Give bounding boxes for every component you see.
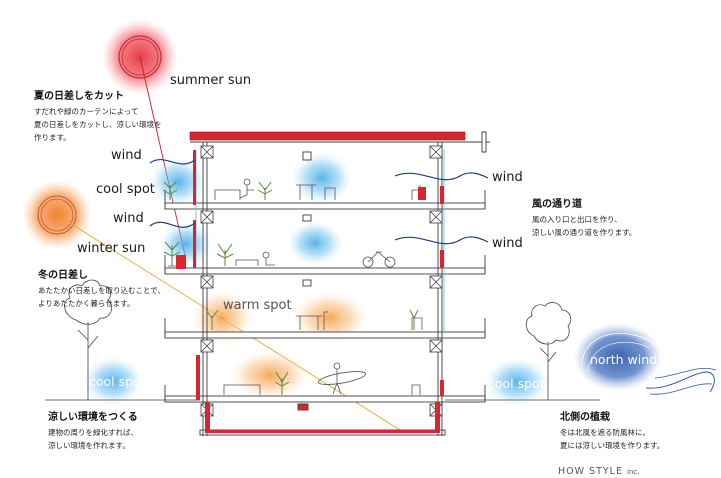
north-planting-note-heading: 北側の植栽 <box>560 412 610 423</box>
tree-left <box>64 279 113 400</box>
company-logo-suffix: inc. <box>627 468 640 476</box>
cool-spot-label-left: cool spot <box>96 182 155 197</box>
summer-note-line-1: すだれや緑のカーテンによって <box>34 107 139 116</box>
cool-spot-label-bottom-left: cool spot <box>89 374 146 389</box>
tree-right <box>525 302 572 400</box>
cool-spot-label-bottom-right: cool spot <box>488 376 545 391</box>
winter-note-line-1: あたたかい日差しを取り込むことで、 <box>38 286 165 295</box>
wind-label-right-top: wind <box>492 170 523 185</box>
wind-arrows <box>149 158 489 245</box>
cool-spot-blob-floor4-mid <box>292 152 352 204</box>
north-planting-note-line-1: 冬は北風を遮る防風林に。 <box>560 428 650 437</box>
cool-spot-blob-floor4-left <box>150 158 206 206</box>
cool-env-note-line-1: 建物の周りを緑化すれば、 <box>48 428 138 437</box>
wind-label-right-mid: wind <box>492 236 523 251</box>
north-wind-swirl <box>574 323 717 395</box>
winter-note-heading: 冬の日差し <box>38 270 88 281</box>
wind-path-note-line-2: 涼しい風の通り道を作ります。 <box>532 228 637 237</box>
wind-label-left-top: wind <box>111 148 142 163</box>
wind-label-left-mid: wind <box>113 211 144 226</box>
north-planting-note: 北側の植栽 冬は北風を遮る防風林に。 夏には涼しい環境を作ります。 <box>560 408 664 452</box>
company-logo-main: HOW STYLE <box>558 466 623 477</box>
cool-spot-blob-bottom-left <box>83 357 143 405</box>
company-logo: HOW STYLE inc. <box>558 466 639 477</box>
cool-spot-blob-floor3-mid <box>287 221 343 265</box>
north-wind-label: north wind <box>590 352 658 367</box>
north-planting-note-line-2: 夏には涼しい環境を作ります。 <box>560 441 665 450</box>
cool-env-note-line-2: 涼しい環境を作れます。 <box>48 441 130 450</box>
warm-spot-label: warm spot <box>223 298 292 313</box>
summer-note-heading: 夏の日差しをカット <box>34 91 124 102</box>
wind-path-note: 風の通り道 風の入り口と出口を作り、 涼しい風の通り道を作ります。 <box>532 195 636 239</box>
summer-note-line-3: 作ります。 <box>34 133 71 142</box>
cool-env-note-heading: 涼しい環境をつくる <box>48 412 138 423</box>
winter-sun-label: winter sun <box>77 241 146 256</box>
winter-note-line-2: よりあたたかく暮らせます。 <box>38 299 135 308</box>
indoor-plants <box>205 181 419 395</box>
red-shutters <box>193 150 444 433</box>
warm-spot-blob-lower <box>230 351 310 399</box>
wind-path-note-line-1: 風の入り口と出口を作り、 <box>532 215 622 224</box>
green-curtain <box>162 181 181 266</box>
interior-furniture <box>168 178 426 395</box>
summer-sun-label: summer sun <box>170 73 252 88</box>
summer-note-line-2: 夏の日差しをカットし、涼しい環境を <box>34 120 162 129</box>
warm-spot-blob-mid <box>292 292 368 344</box>
summer-note: 夏の日差しをカット すだれや緑のカーテンによって 夏の日差しをカットし、涼しい環… <box>34 87 162 144</box>
cool-env-note: 涼しい環境をつくる 建物の周りを緑化すれば、 涼しい環境を作れます。 <box>48 408 138 452</box>
cool-spot-blob-bottom-right <box>485 358 549 406</box>
summer-sun-ray <box>139 56 186 256</box>
wind-path-note-heading: 風の通り道 <box>532 199 582 210</box>
winter-note: 冬の日差し あたたかい日差しを取り込むことで、 よりあたたかく暮らせます。 <box>38 266 165 310</box>
